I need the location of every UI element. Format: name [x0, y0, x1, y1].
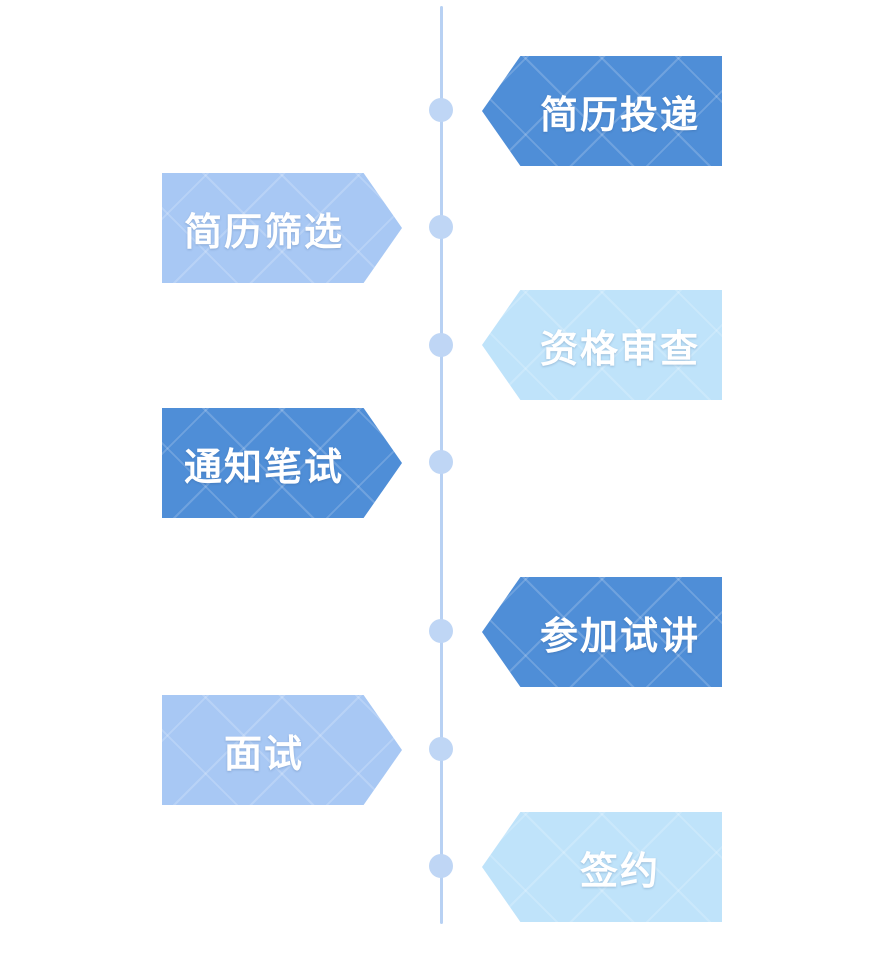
- timeline-node-1: [429, 98, 453, 122]
- step-label: 资格审查: [539, 326, 700, 371]
- step-tag-trial-lecture: 参加试讲: [482, 577, 722, 687]
- step-label: 参加试讲: [539, 613, 700, 658]
- timeline-node-6: [429, 737, 453, 761]
- timeline-node-5: [429, 619, 453, 643]
- timeline-node-3: [429, 333, 453, 357]
- step-tag-written-test-notice: 通知笔试: [162, 408, 402, 518]
- step-tag-resume-submission: 简历投递: [482, 56, 722, 166]
- step-tag-interview: 面试: [162, 695, 402, 805]
- step-tag-qualification-review: 资格审查: [482, 290, 722, 400]
- step-label: 签约: [579, 848, 660, 893]
- timeline-node-4: [429, 450, 453, 474]
- timeline-node-7: [429, 854, 453, 878]
- step-label: 简历投递: [539, 92, 700, 137]
- step-tag-resume-screening: 简历筛选: [162, 173, 402, 283]
- step-label: 通知笔试: [183, 444, 344, 489]
- step-label: 简历筛选: [183, 209, 344, 254]
- timeline-node-2: [429, 215, 453, 239]
- step-label: 面试: [223, 731, 304, 776]
- step-tag-contract-signing: 签约: [482, 812, 722, 922]
